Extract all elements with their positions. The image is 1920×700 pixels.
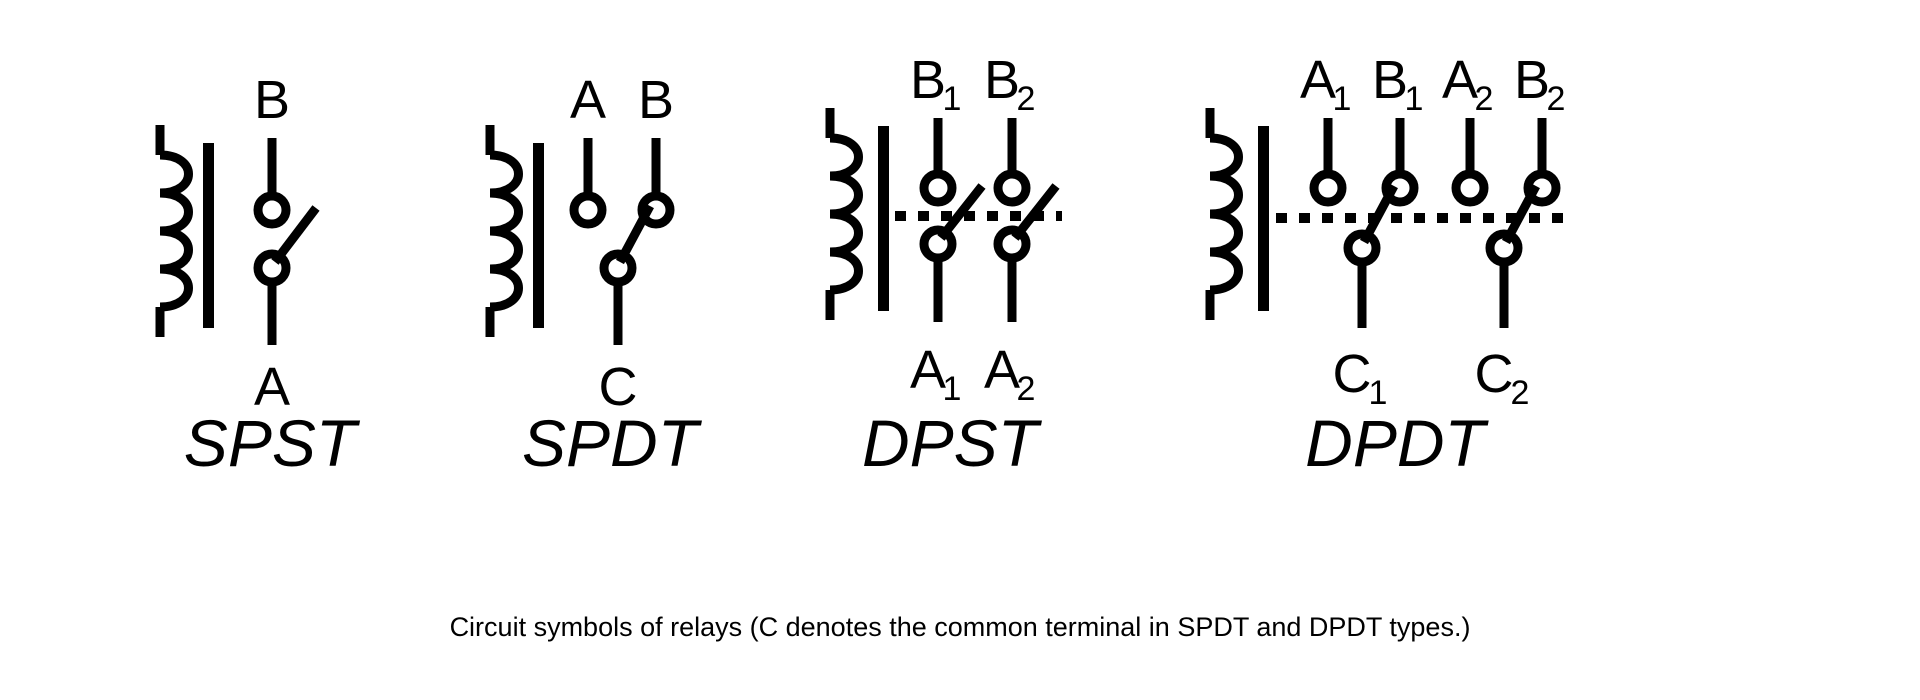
terminal-label-a1-dpdt: A <box>1300 50 1336 110</box>
contact-point-b-spdt <box>637 191 675 229</box>
figure-caption: Circuit symbols of relays (C denotes the… <box>449 612 1471 642</box>
coil-dpdt <box>1205 108 1243 320</box>
terminal-sublabel-c2-dpdt: 2 <box>1511 374 1530 412</box>
terminal-sublabel-c1-dpdt: 1 <box>1369 374 1388 412</box>
terminal-label-b2-dpdt: B <box>1514 50 1550 110</box>
type-label-spdt: SPDT <box>521 406 699 480</box>
terminal-label-a-spdt: A <box>570 70 606 130</box>
terminal-label-b1-dpst: B <box>910 50 946 110</box>
terminal-sublabel-a2-dpst: 2 <box>1017 370 1036 408</box>
relay-core-bar-spdt <box>533 143 544 328</box>
contact-point-b1-dpst <box>919 169 957 207</box>
coil-spst <box>155 125 193 337</box>
terminal-sublabel-b1-dpdt: 1 <box>1405 80 1424 118</box>
contact-point-b2-dpst <box>993 169 1031 207</box>
terminal-label-a2-dpst: A <box>984 340 1020 400</box>
coil-dpst <box>825 108 863 320</box>
type-label-spst: SPST <box>183 406 357 480</box>
contact-point-b1-dpdt <box>1381 169 1419 207</box>
terminal-sublabel-a1-dpst: 1 <box>943 370 962 408</box>
contact-point-a2-dpdt <box>1451 169 1489 207</box>
relay-symbol-spst: B A SPST <box>120 0 420 600</box>
relay-core-bar-dpst <box>878 126 889 311</box>
contact-point-b-spst <box>253 191 291 229</box>
relay-symbol-dpdt: A 1 B 1 A 2 B 2 C 1 C 2 DPDT <box>1180 0 1620 600</box>
terminal-label-b-spst: B <box>254 70 290 130</box>
type-label-dpdt: DPDT <box>1305 406 1485 480</box>
spdt-drawing: A B C <box>460 0 760 485</box>
symbols-row: B A SPST <box>120 0 1620 600</box>
spst-drawing: B A <box>120 0 420 485</box>
relay-symbol-dpst: B 1 B 2 A 1 A 2 DPST <box>800 0 1130 600</box>
terminal-sublabel-a2-dpdt: 2 <box>1475 80 1494 118</box>
terminal-label-c-spdt: C <box>599 357 638 417</box>
terminal-sublabel-a1-dpdt: 1 <box>1333 80 1352 118</box>
terminal-label-c1-dpdt: C <box>1333 344 1372 404</box>
terminal-label-b1-dpdt: B <box>1372 50 1408 110</box>
dpst-drawing: B 1 B 2 A 1 A 2 <box>800 0 1130 485</box>
relay-core-bar-spst <box>203 143 214 328</box>
relay-core-bar-dpdt <box>1258 126 1269 311</box>
armature-blade-1-dpst <box>937 183 986 241</box>
terminal-sublabel-b2-dpdt: 2 <box>1547 80 1566 118</box>
terminal-sublabel-b2-dpst: 2 <box>1017 80 1036 118</box>
contact-point-a1-dpdt <box>1309 169 1347 207</box>
terminal-label-b2-dpst: B <box>984 50 1020 110</box>
terminal-sublabel-b1-dpst: 1 <box>943 80 962 118</box>
contact-point-a-spdt <box>569 191 607 229</box>
terminal-label-a-spst: A <box>254 357 290 417</box>
coil-spdt <box>485 125 523 337</box>
terminal-label-b-spdt: B <box>638 70 674 130</box>
terminal-label-c2-dpdt: C <box>1475 344 1514 404</box>
dpdt-drawing: A 1 B 1 A 2 B 2 C 1 C 2 <box>1180 0 1620 485</box>
armature-blade-spst <box>271 205 320 265</box>
relay-symbol-spdt: A B C SPDT <box>460 0 760 600</box>
terminal-label-a2-dpdt: A <box>1442 50 1478 110</box>
contact-point-b2-dpdt <box>1523 169 1561 207</box>
terminal-label-a1-dpst: A <box>910 340 946 400</box>
armature-blade-spdt <box>616 203 654 265</box>
armature-blade-2-dpdt <box>1502 183 1540 245</box>
type-label-dpst: DPST <box>861 406 1039 480</box>
